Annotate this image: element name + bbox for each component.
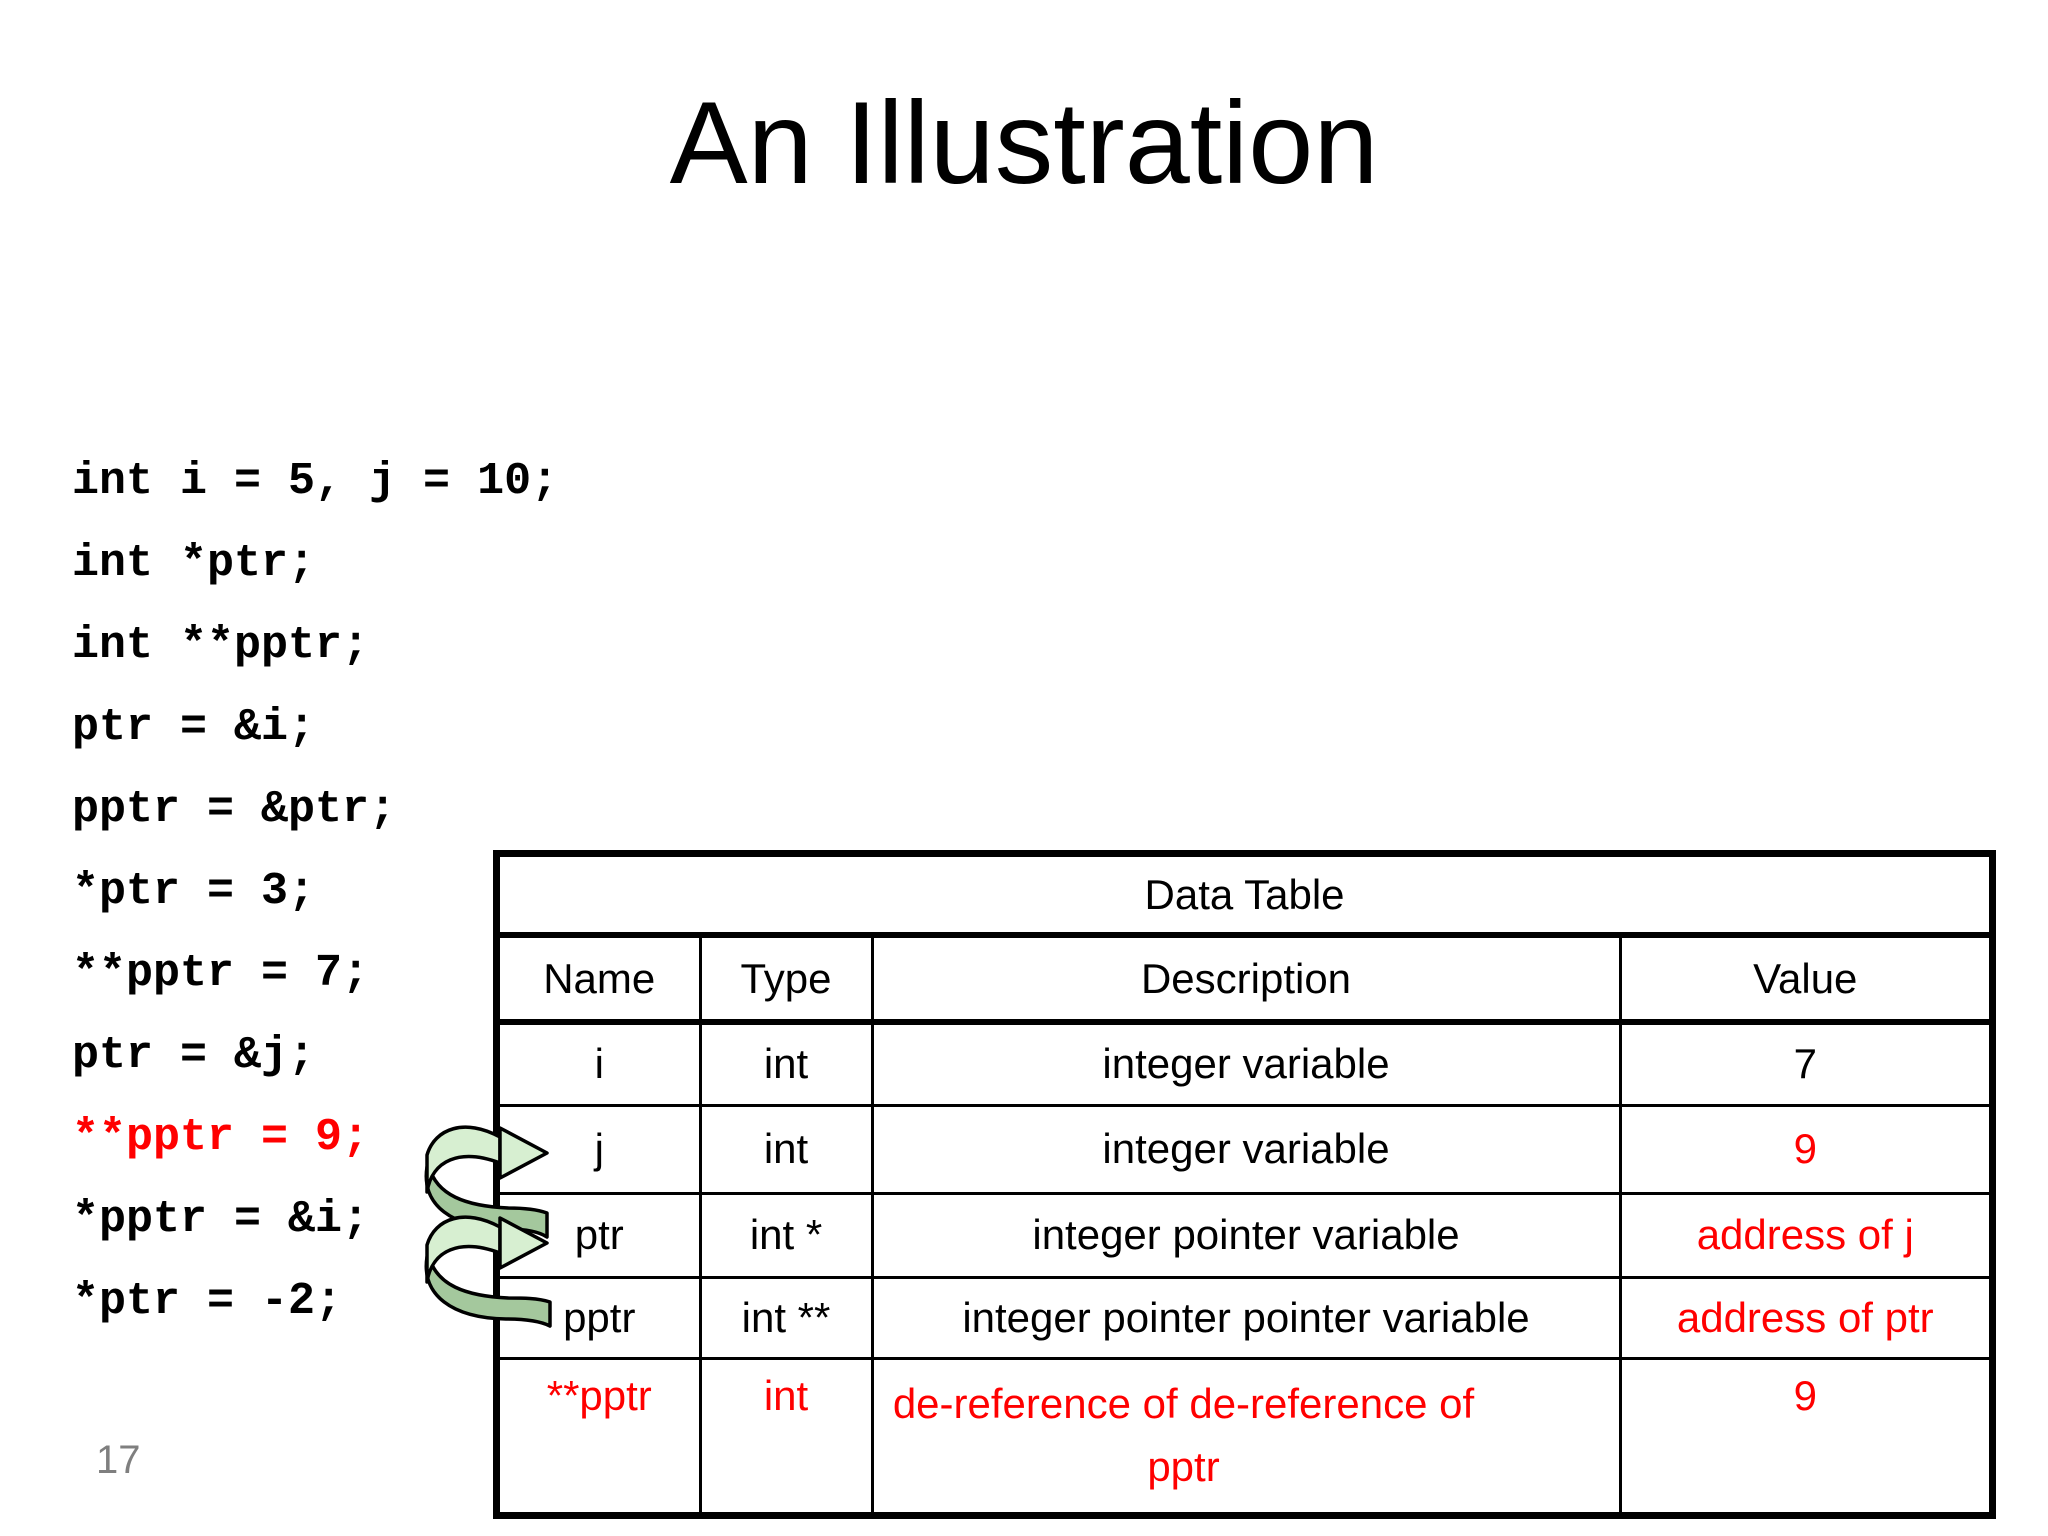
cell-type: int * xyxy=(698,1191,874,1279)
cell-type: int xyxy=(698,1020,874,1107)
code-line: *pptr = &i; xyxy=(72,1194,370,1245)
cell-description: integer variable xyxy=(870,1020,1622,1107)
spiral-arrow-head-j xyxy=(498,1126,549,1180)
code-block: int i = 5, j = 10; int *ptr; int **pptr;… xyxy=(72,441,558,1343)
cell-description: integer variable xyxy=(870,1103,1622,1195)
cell-value: 9 xyxy=(1618,1356,1990,1512)
cell-name: pptr xyxy=(500,1275,702,1360)
table-title-row: Data Table xyxy=(500,857,1990,938)
code-line: ptr = &i; xyxy=(72,702,316,753)
spiral-arrow-head-ptr xyxy=(498,1216,549,1270)
cell-type: int ** xyxy=(698,1275,874,1360)
spiral-arrow-light-band-2 xyxy=(425,1215,502,1284)
cell-value: address of ptr xyxy=(1618,1275,1990,1360)
table-row: i int integer variable 7 xyxy=(500,1020,1990,1107)
code-line: *ptr = 3; xyxy=(72,866,316,917)
cell-type: int xyxy=(698,1103,874,1195)
code-line: **pptr = 7; xyxy=(72,948,370,999)
table-row: pptr int ** integer pointer pointer vari… xyxy=(500,1275,1990,1360)
table-title: Data Table xyxy=(500,857,1990,938)
code-line: int **pptr; xyxy=(72,620,370,671)
spiral-arrow-dark-band-2 xyxy=(424,1255,552,1328)
cell-value: 7 xyxy=(1618,1020,1990,1107)
cell-description-text: de-reference of de-reference of pptr xyxy=(892,1379,1475,1490)
data-table: Data Table Name Type Description Value i… xyxy=(493,850,1996,1519)
table-row: **pptr int de-reference of de-reference … xyxy=(500,1356,1990,1512)
cell-name: i xyxy=(500,1020,702,1107)
cell-type: int xyxy=(698,1356,874,1512)
code-line: *ptr = -2; xyxy=(72,1276,343,1327)
slide-title: An Illustration xyxy=(669,77,1379,208)
spiral-arrows xyxy=(424,1125,552,1328)
column-header-type: Type xyxy=(698,933,874,1025)
column-header-value: Value xyxy=(1618,933,1990,1025)
table-row: j int integer variable 9 xyxy=(500,1103,1990,1195)
cell-value: address of j xyxy=(1618,1191,1990,1279)
code-line: pptr = &ptr; xyxy=(72,784,397,835)
code-line: ptr = &j; xyxy=(72,1030,316,1081)
code-line-highlighted: **pptr = 9; xyxy=(72,1112,370,1163)
cell-description: integer pointer variable xyxy=(870,1191,1622,1279)
spiral-arrow-light-band-1 xyxy=(425,1125,502,1194)
code-line: int i = 5, j = 10; xyxy=(72,456,559,507)
cell-value: 9 xyxy=(1618,1103,1990,1195)
column-header-description: Description xyxy=(870,933,1622,1025)
cell-name: **pptr xyxy=(500,1356,702,1512)
cell-description: integer pointer pointer variable xyxy=(870,1275,1622,1360)
page-number: 17 xyxy=(96,1438,141,1482)
table-row: ptr int * integer pointer variable addre… xyxy=(500,1191,1990,1279)
cell-description: de-reference of de-reference of pptr xyxy=(870,1356,1622,1512)
column-header-name: Name xyxy=(500,933,702,1025)
table-header-row: Name Type Description Value xyxy=(500,933,1990,1025)
code-line: int *ptr; xyxy=(72,538,316,589)
